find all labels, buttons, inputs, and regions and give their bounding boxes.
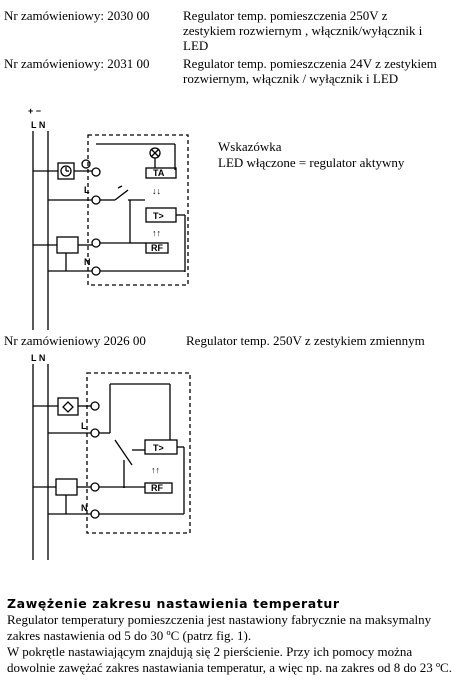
paragraph-1: Regulator temperatury pomieszczenia jest… (7, 612, 432, 643)
desc-line: zestykiem rozwiernym , włącznik/wyłączni… (183, 23, 423, 38)
product-desc-2030: Regulator temp. pomieszczenia 250V z zes… (183, 8, 468, 53)
arrows-up: ↑↑ (152, 228, 161, 238)
note-title: Wskazówka (218, 139, 282, 154)
box-rf-label: RF (151, 243, 163, 253)
product-desc-2026: Regulator temp. 250V z zestykiem zmienny… (186, 333, 425, 348)
product-desc-2031: Regulator temp. pomieszczenia 24V z zest… (183, 56, 468, 86)
terminal-l-label-2: L (81, 421, 87, 431)
order-number-2031: Nr zamówieniowy: 2031 00 (4, 56, 150, 71)
terminal-n-label: N (84, 257, 91, 267)
box-t-label-2: T> (153, 443, 164, 453)
order-number-2030: Nr zamówieniowy: 2030 00 (4, 8, 150, 23)
terminal-l-label: L (84, 185, 90, 195)
box-ta-label: TA (153, 168, 165, 178)
desc-line: Regulator temp. pomieszczenia 24V z zest… (183, 56, 437, 71)
section-heading: Zawężenie zakresu nastawienia temperatur (7, 596, 340, 611)
plus-minus-symbols: + − (28, 106, 41, 116)
arrows-down: ↓↓ (152, 186, 161, 196)
supply-labels-2: L N (31, 353, 45, 363)
paragraph-2: W pokrętle nastawiającym znajdują się 2 … (7, 644, 452, 675)
arrows-up-2: ↑↑ (151, 465, 160, 475)
terminal-n-label-2: N (81, 503, 88, 513)
supply-labels: L N (31, 120, 45, 130)
desc-line: rozwiernym, włącznik / wyłącznik i LED (183, 71, 399, 86)
box-rf-label-2: RF (151, 483, 163, 493)
box-t-label: T> (153, 211, 164, 221)
note-text: LED włączone = regulator aktywny (218, 155, 405, 170)
desc-line: LED (183, 38, 209, 53)
desc-line: Regulator temp. pomieszczenia 250V z (183, 8, 388, 23)
order-number-2026: Nr zamówieniowy 2026 00 (4, 333, 146, 348)
